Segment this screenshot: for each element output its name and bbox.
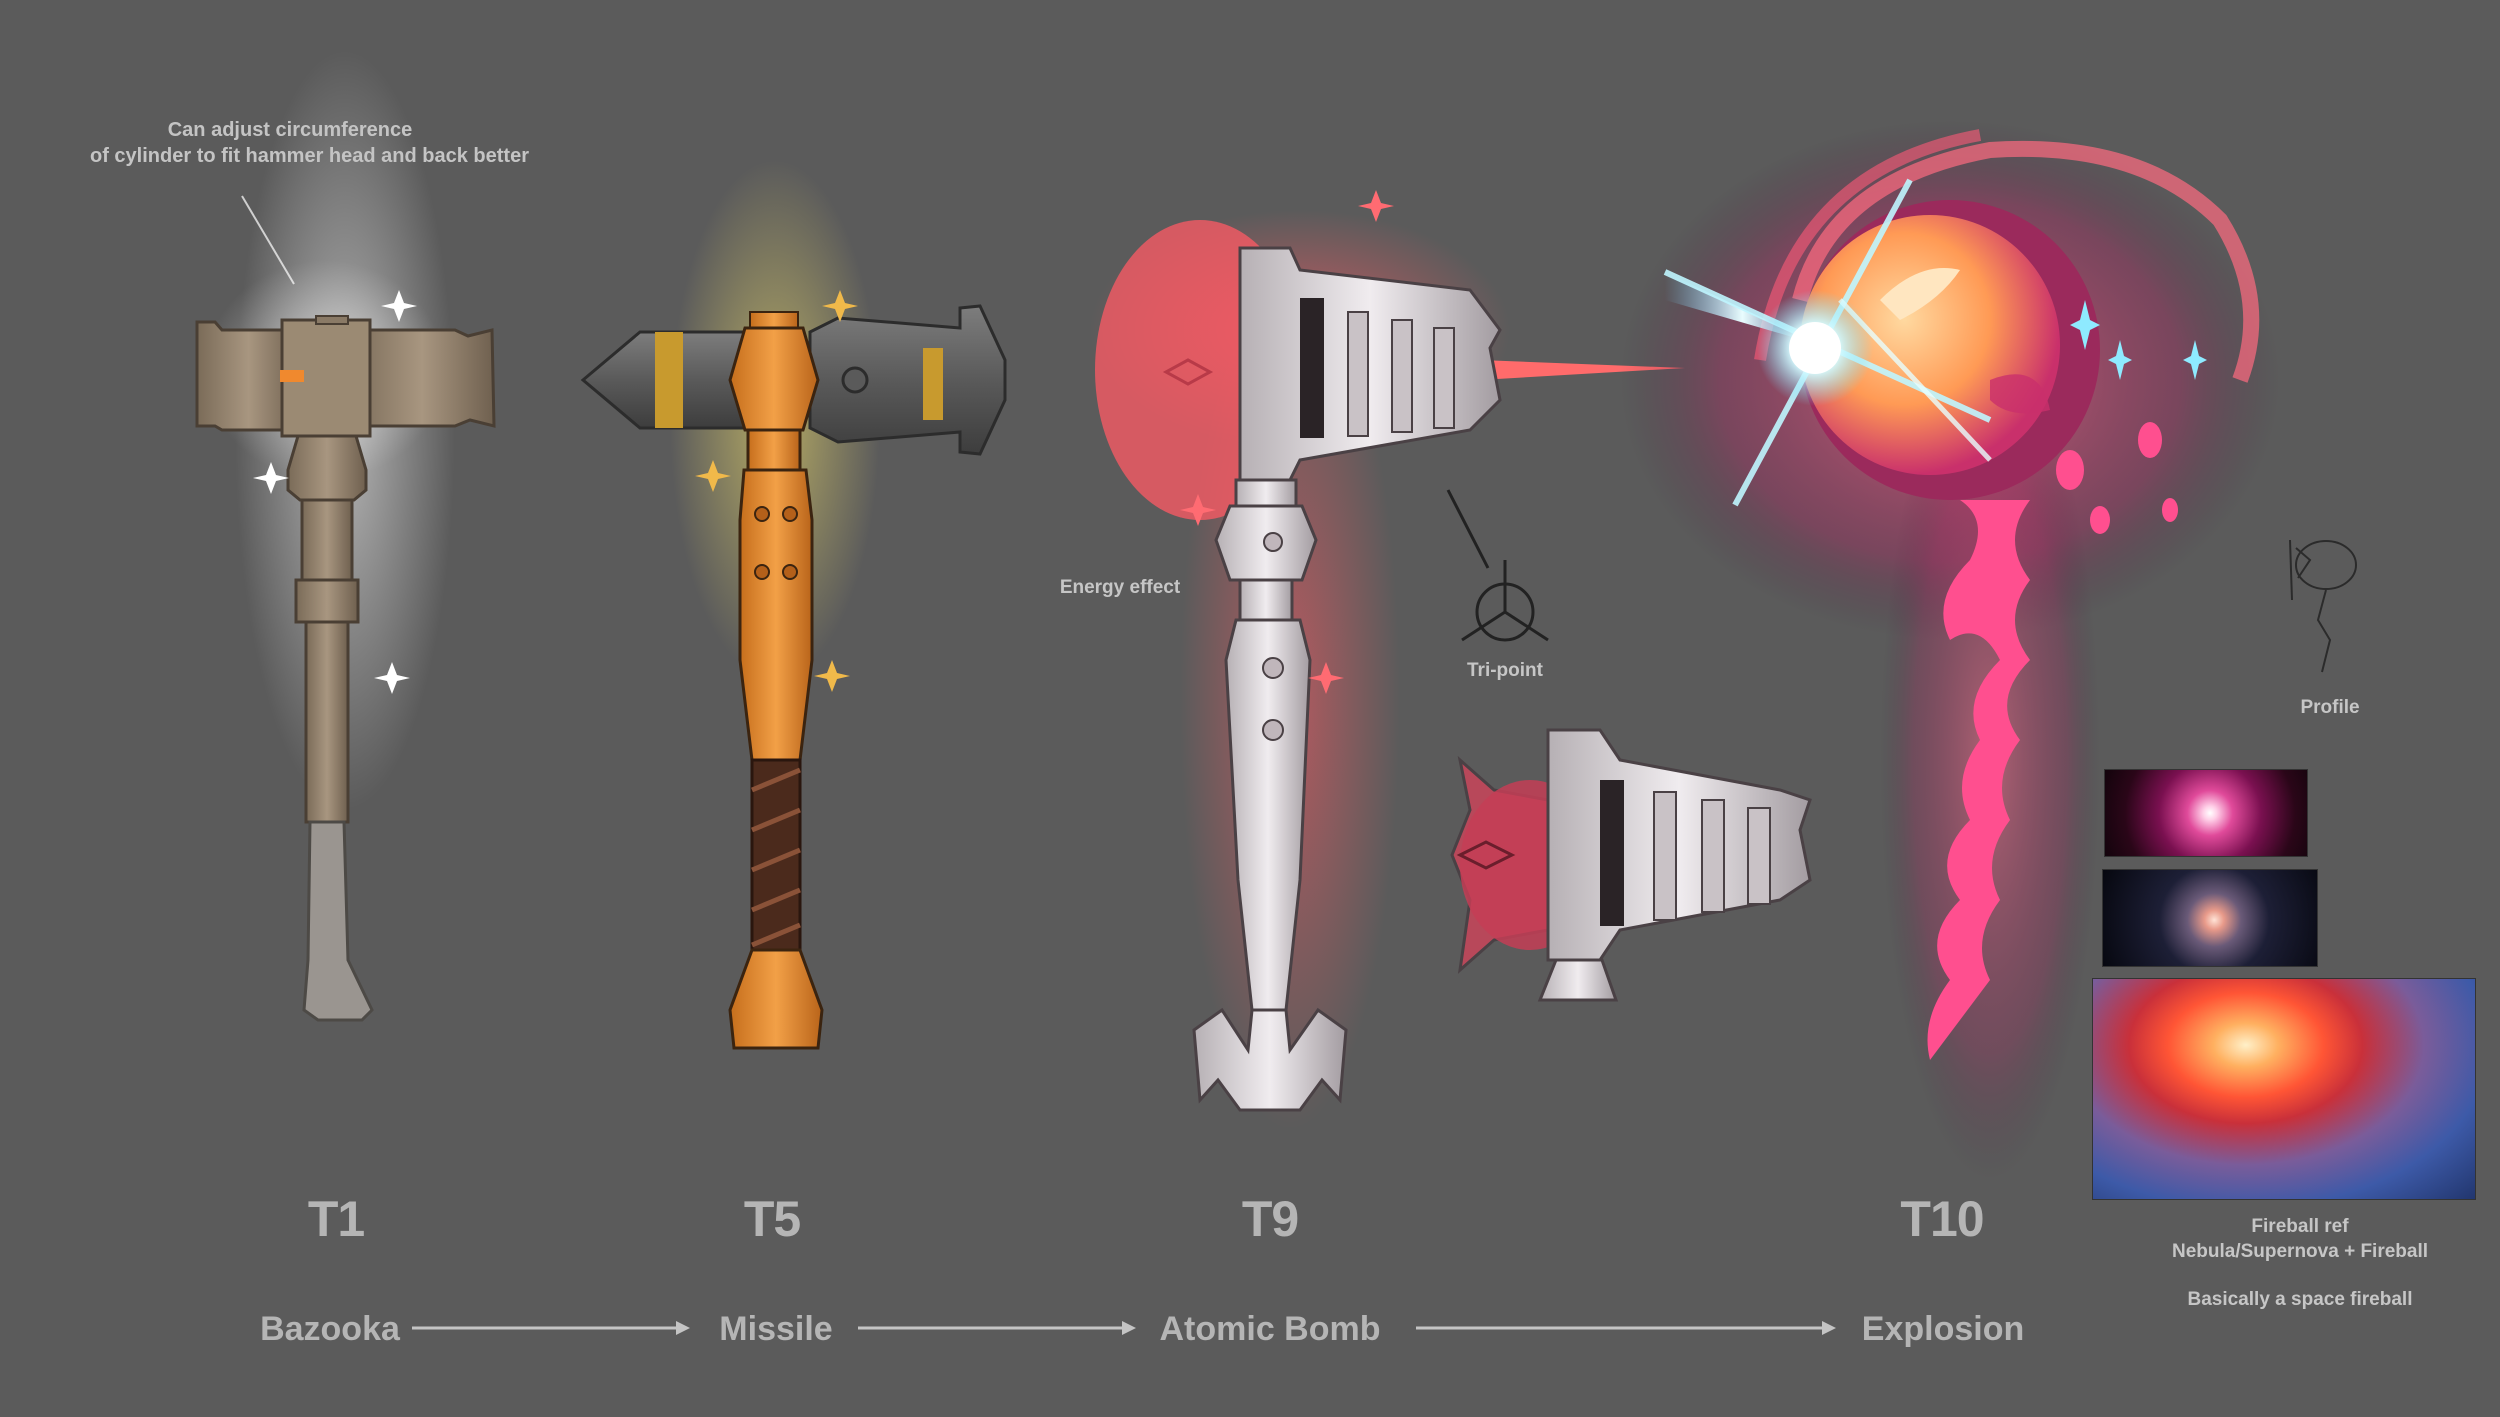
fireball-sources-label: Nebula/Supernova + Fireball <box>2171 1241 2429 1262</box>
t1-hammer-illustration <box>195 50 496 1022</box>
bomb-head-side-view <box>1450 728 1812 1002</box>
tier-label-t9: T9 <box>1241 1191 1299 1247</box>
stage-label-explosion: Explosion <box>1861 1310 2025 1348</box>
fireball-reference-caption: Fireball ref Nebula/Supernova + Fireball <box>2140 1214 2460 1264</box>
t9-atomic-bomb-hammer-illustration <box>1090 190 1685 1130</box>
circumference-note-line2: of cylinder to fit hammer head and back … <box>90 145 529 167</box>
profile-label: Profile <box>2300 697 2360 718</box>
tri-point-label: Tri-point <box>1467 660 1543 681</box>
circumference-note: Can adjust circumference of cylinder to … <box>90 117 529 169</box>
circumference-note-line1: Can adjust circumference <box>167 119 413 141</box>
t10-explosion-hammer-illustration <box>1620 120 2280 1180</box>
nebula-reference-image <box>2102 869 2318 967</box>
stage-label-bazooka: Bazooka <box>260 1310 400 1348</box>
tri-point-symbol <box>1446 489 1549 642</box>
tier-label-t10: T10 <box>1900 1191 1984 1247</box>
stage-label-atomic-bomb: Atomic Bomb <box>1159 1310 1381 1348</box>
fireball-ref-label: Fireball ref <box>2251 1216 2349 1237</box>
t5-missile-hammer-illustration <box>580 160 1007 1050</box>
supernova-reference-image <box>2104 769 2308 857</box>
profile-sketch <box>2289 539 2357 673</box>
stage-label-missile: Missile <box>719 1310 833 1348</box>
tier-label-t1: T1 <box>307 1191 365 1247</box>
energy-effect-label: Energy effect <box>1059 577 1181 598</box>
tier-label-t5: T5 <box>743 1191 801 1247</box>
fireball-reference-image <box>2092 978 2476 1200</box>
space-fireball-note: Basically a space fireball <box>2187 1289 2413 1310</box>
